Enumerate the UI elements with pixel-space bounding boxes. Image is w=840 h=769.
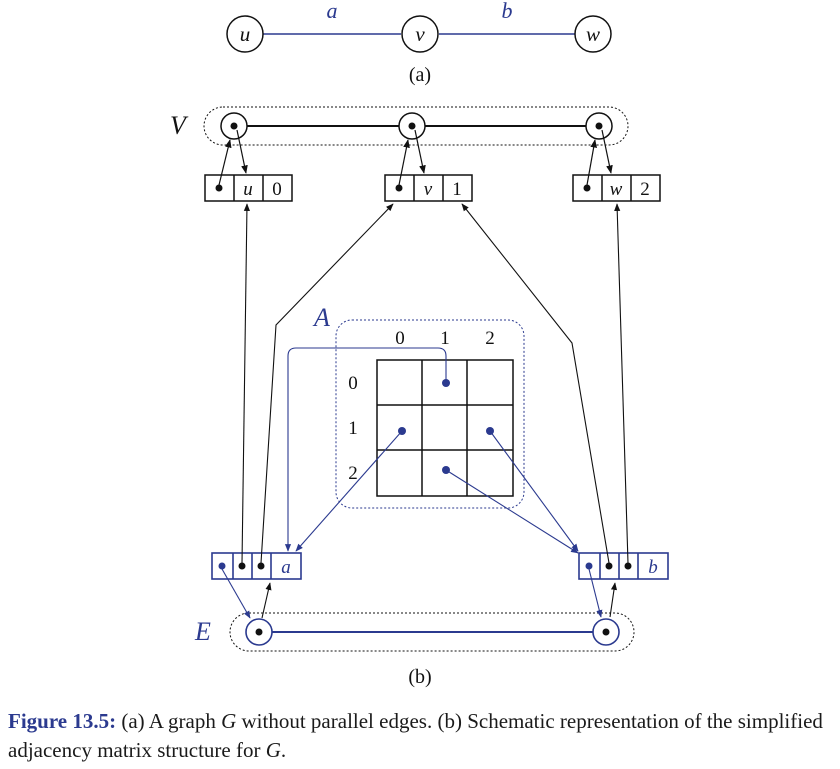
part-b-label: (b) <box>408 666 431 688</box>
adjacency-matrix-diagram: a b u v w (a) V u 0 v 1 <box>170 0 669 688</box>
vertex-record-u-pointer <box>215 184 223 192</box>
edge-record-a-dest-pointer <box>257 562 265 570</box>
matrix-col-header-1: 1 <box>440 328 450 349</box>
adjacency-matrix: A 0 1 2 0 1 2 <box>312 303 525 509</box>
edge-position-a-dot <box>255 628 263 636</box>
vertex-record-w-index: 2 <box>640 179 650 200</box>
matrix-col-header-0: 0 <box>395 328 405 349</box>
vertex-pointers <box>218 129 613 186</box>
caption-end: . <box>280 738 287 762</box>
graph-a: a b u v w (a) <box>226 0 612 86</box>
matrix-container <box>335 319 525 509</box>
graph-vertex-u-label: u <box>240 22 251 46</box>
graph-vertex-v-label: v <box>415 22 425 46</box>
matrix-row-header-0: 0 <box>348 373 358 394</box>
edge-to-vertex-pointers <box>241 203 629 564</box>
caption-var-2: G <box>265 738 281 762</box>
vertex-list-label: V <box>170 111 189 140</box>
vertex-list: V <box>170 106 629 146</box>
vertex-record-v-index: 1 <box>452 179 462 200</box>
vertex-record-v-pointer <box>395 184 403 192</box>
part-a-label: (a) <box>409 64 431 86</box>
graph-vertex-w <box>574 15 612 53</box>
vertex-position-v-dot <box>408 122 416 130</box>
figure-number: Figure 13.5: <box>8 709 117 733</box>
edge-record-b-origin-pointer <box>605 562 613 570</box>
matrix-pointers <box>284 347 579 554</box>
caption-part-2: without parallel edges. (b) Schematic re… <box>8 709 823 762</box>
matrix-col-header-2: 2 <box>485 328 495 349</box>
vertex-position-u-dot <box>230 122 238 130</box>
edge-record-a-name: a <box>281 557 291 578</box>
edge-position-pointers <box>221 568 618 619</box>
edge-record-a-origin-pointer <box>238 562 246 570</box>
edge-record-a-position-pointer <box>218 562 226 570</box>
caption-var-1: G <box>221 709 237 733</box>
edge-record-a: a <box>211 552 302 580</box>
vertex-record-v: v 1 <box>384 174 473 202</box>
vertex-position-w-dot <box>595 122 603 130</box>
edge-record-b-name: b <box>648 557 658 578</box>
edge-record-b-dest-pointer <box>624 562 632 570</box>
vertex-record-w: w 2 <box>572 174 661 202</box>
edge-position-b-dot <box>602 628 610 636</box>
vertex-record-w-name: w <box>610 179 623 200</box>
edge-record-b: b <box>578 552 669 580</box>
matrix-row-header-2: 2 <box>348 463 358 484</box>
graph-vertex-u <box>226 15 264 53</box>
vertex-record-u: u 0 <box>204 174 293 202</box>
graph-edge-a-label: a <box>327 0 338 23</box>
edge-list-container <box>229 612 635 652</box>
caption-part-1: (a) A graph <box>121 709 216 733</box>
figure-caption: Figure 13.5: (a) A graph G without paral… <box>8 707 834 765</box>
graph-vertex-w-label: w <box>586 22 600 46</box>
graph-edge-b-label: b <box>502 0 513 23</box>
graph-vertex-v <box>401 15 439 53</box>
matrix-label: A <box>312 303 330 332</box>
vertex-record-v-name: v <box>424 179 433 200</box>
edge-list: E <box>194 612 635 652</box>
vertex-list-container <box>203 106 629 146</box>
vertex-record-u-name: u <box>243 179 253 200</box>
matrix-row-header-1: 1 <box>348 418 358 439</box>
vertex-record-u-index: 0 <box>272 179 282 200</box>
vertex-record-w-pointer <box>583 184 591 192</box>
edge-list-label: E <box>194 617 211 646</box>
edge-record-b-position-pointer <box>585 562 593 570</box>
